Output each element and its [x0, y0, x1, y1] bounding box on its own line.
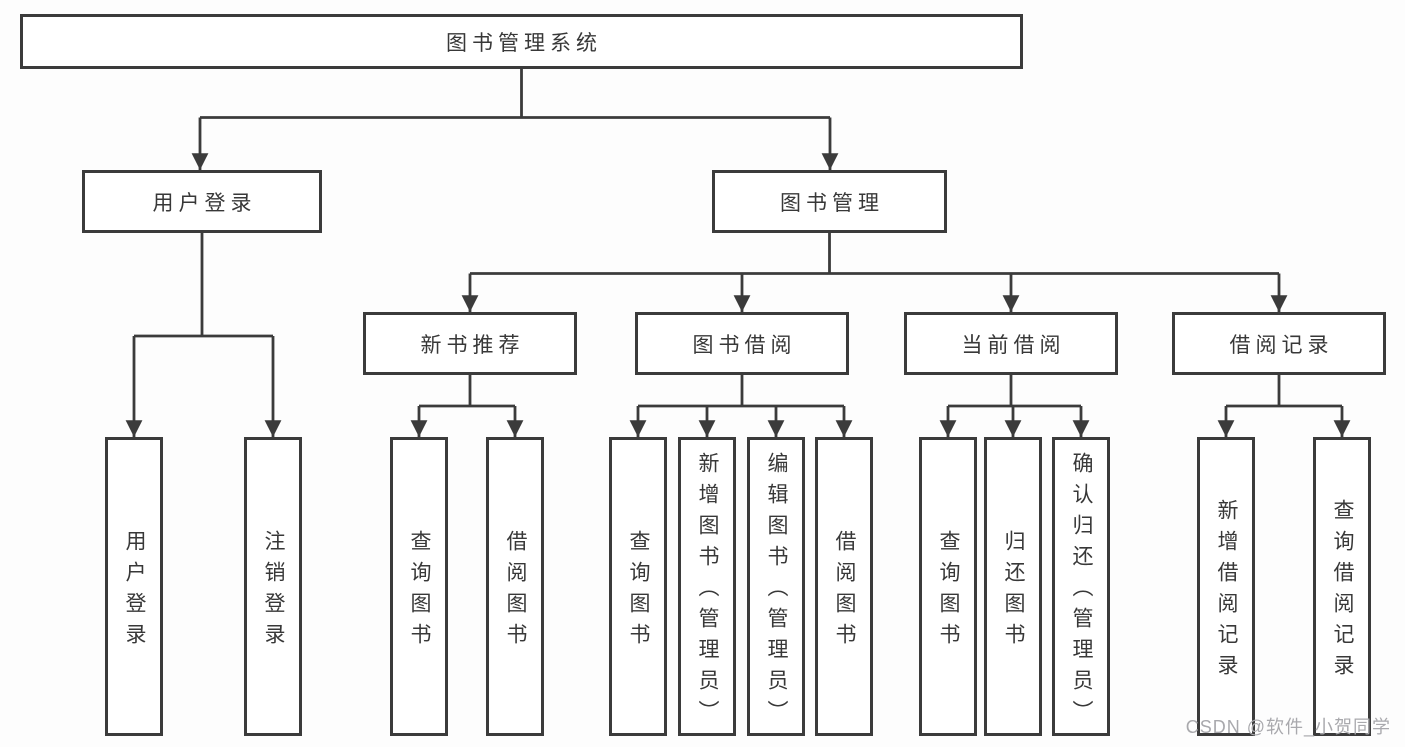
leaf-borrowing-query-books: 查询图书	[609, 437, 667, 736]
leaf-user-login-label: 用户登录	[123, 529, 146, 654]
leaf-current-return-books-label: 归还图书	[1002, 529, 1025, 654]
leaf-records-add-record-label: 新增借阅记录	[1215, 498, 1238, 685]
node-new-book-recommend: 新书推荐	[363, 312, 577, 375]
leaf-recommend-borrow-books-label: 借阅图书	[504, 529, 527, 654]
leaf-borrowing-add-books-label: 新增图书（管理员）	[696, 452, 719, 731]
leaf-current-confirm-return-label: 确认归还（管理员）	[1070, 452, 1093, 731]
node-current-borrowing-label: 当前借阅	[961, 333, 1066, 357]
leaf-current-query-books-label: 查询图书	[937, 529, 960, 654]
leaf-borrowing-edit-books: 编辑图书（管理员）	[747, 437, 805, 736]
node-user-login-label: 用户登录	[152, 191, 257, 215]
leaf-borrowing-borrow-books: 借阅图书	[815, 437, 873, 736]
leaf-records-query-record-label: 查询借阅记录	[1331, 498, 1354, 685]
node-book-borrowing-label: 图书借阅	[692, 333, 797, 357]
leaf-user-login: 用户登录	[105, 437, 163, 736]
leaf-logout: 注销登录	[244, 437, 302, 736]
leaf-current-query-books: 查询图书	[919, 437, 977, 736]
leaf-borrowing-add-books: 新增图书（管理员）	[678, 437, 736, 736]
leaf-logout-label: 注销登录	[262, 529, 285, 654]
node-book-borrowing: 图书借阅	[635, 312, 849, 375]
leaf-recommend-borrow-books: 借阅图书	[486, 437, 544, 736]
csdn-watermark: CSDN @软件_小贺同学	[1185, 717, 1391, 737]
leaf-current-return-books: 归还图书	[984, 437, 1042, 736]
node-user-login: 用户登录	[82, 170, 322, 233]
leaf-records-query-record: 查询借阅记录	[1313, 437, 1371, 736]
node-new-book-recommend-label: 新书推荐	[420, 333, 525, 357]
node-current-borrowing: 当前借阅	[904, 312, 1118, 375]
node-book-management: 图书管理	[712, 170, 947, 233]
leaf-recommend-query-books-label: 查询图书	[408, 529, 431, 654]
leaf-borrowing-borrow-books-label: 借阅图书	[833, 529, 856, 654]
node-root: 图书管理系统	[20, 14, 1023, 69]
node-borrowing-records-label: 借阅记录	[1229, 333, 1334, 357]
leaf-records-add-record: 新增借阅记录	[1197, 437, 1255, 736]
leaf-recommend-query-books: 查询图书	[390, 437, 448, 736]
node-borrowing-records: 借阅记录	[1172, 312, 1386, 375]
node-book-management-label: 图书管理	[780, 191, 884, 215]
node-root-label: 图书管理系统	[446, 31, 602, 55]
leaf-current-confirm-return: 确认归还（管理员）	[1052, 437, 1110, 736]
leaf-borrowing-query-books-label: 查询图书	[627, 529, 650, 654]
leaf-borrowing-edit-books-label: 编辑图书（管理员）	[765, 452, 788, 731]
